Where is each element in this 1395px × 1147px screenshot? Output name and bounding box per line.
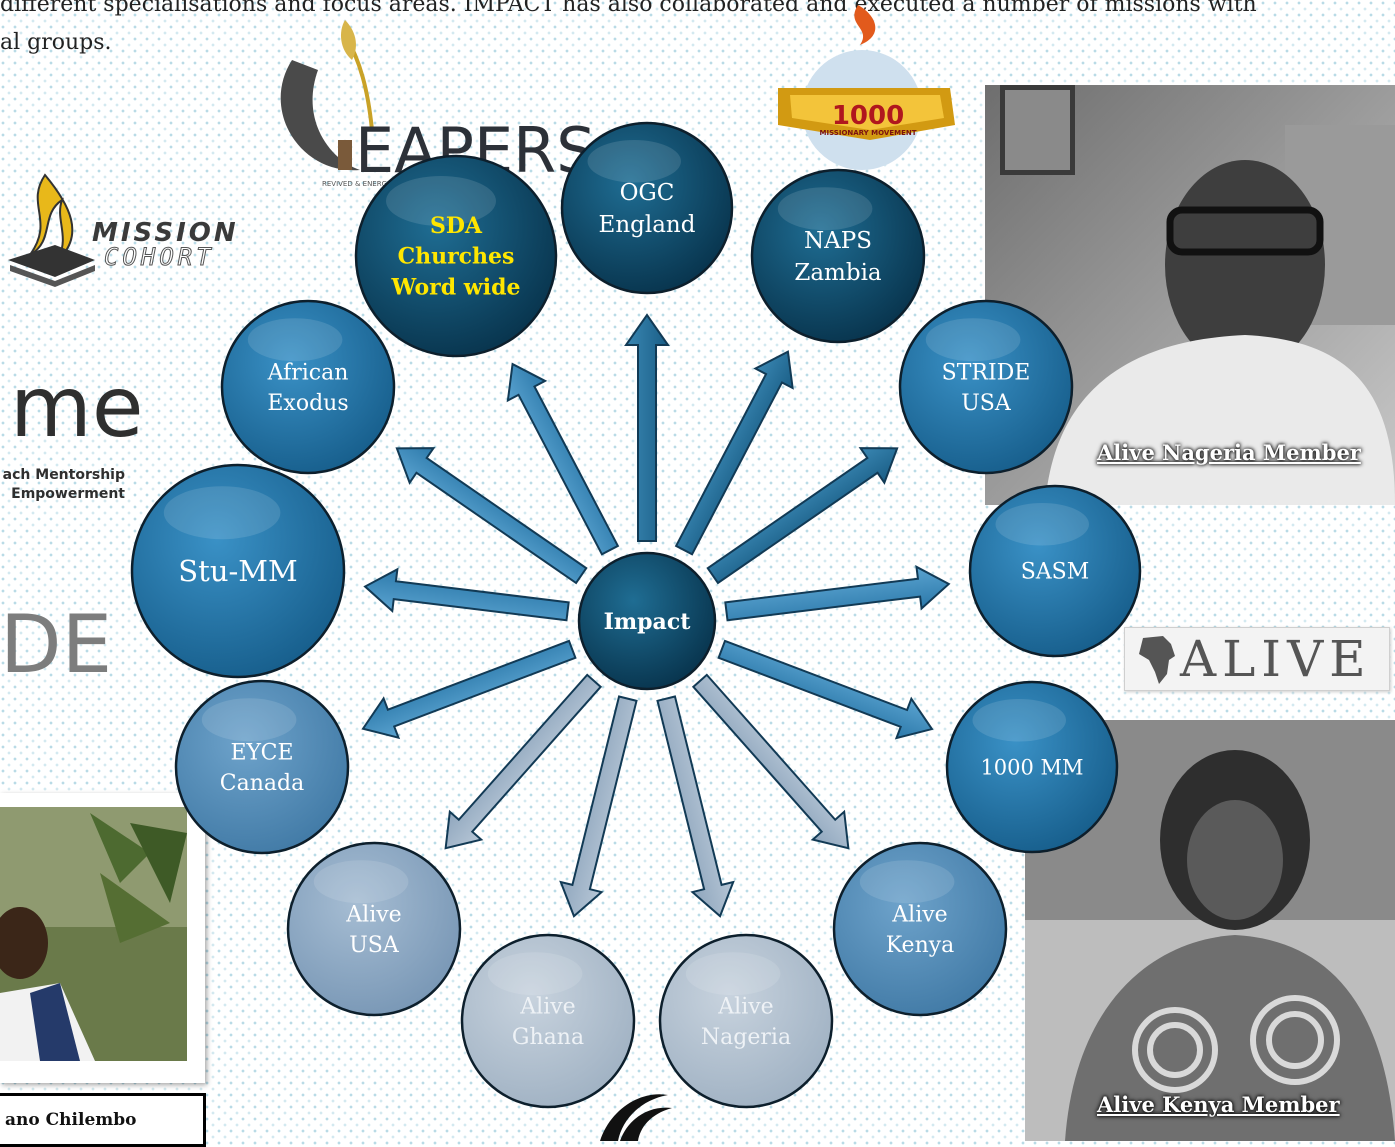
node-eyce: EYCE Canada	[174, 679, 350, 855]
node-label-sasm: SASM	[1021, 560, 1090, 585]
alive-logo: ALIVE	[1124, 627, 1390, 691]
arrow-to-ogc	[624, 313, 670, 542]
alive-nageria-member-photo: Alive Nageria Member	[985, 85, 1395, 505]
arrow-to-alive-nageria	[656, 695, 735, 918]
flame-book-icon	[8, 173, 95, 287]
arrow-to-alive-ghana	[559, 695, 638, 918]
node-label-ogc: OGC	[620, 180, 675, 206]
node-label-alive-ghana: Ghana	[512, 1025, 584, 1050]
arrow-to-alive-usa	[444, 673, 603, 850]
node-label-eyce: EYCE	[230, 740, 293, 765]
reapers-logo	[280, 20, 374, 171]
arrow-to-mm1000	[717, 639, 934, 740]
portrait-photo-frame	[0, 793, 205, 1083]
node-label-alive-usa: Alive	[345, 902, 401, 927]
node-label-african-exodus: Exodus	[267, 391, 348, 416]
node-stu-mm: Stu-MM	[130, 463, 346, 679]
arrow-to-sasm	[724, 565, 951, 622]
node-label-sda: Churches	[398, 244, 515, 270]
node-label-naps: Zambia	[794, 260, 882, 286]
1000-banner: MISSIONARY MOVEMENT	[820, 129, 917, 137]
center-label: Impact	[604, 609, 692, 635]
cohort-text: COHORT	[104, 243, 215, 272]
node-sasm: SASM	[968, 484, 1142, 658]
arrow-to-eyce	[361, 639, 577, 740]
intro-paragraph: different specialisations and focus area…	[0, 0, 1395, 62]
node-label-stride: STRIDE	[942, 360, 1031, 385]
node-mm1000: 1000 MM	[945, 680, 1119, 854]
me-logo-subtitle: ach Mentorship Empowerment	[0, 466, 125, 504]
node-label-mm1000: 1000 MM	[980, 755, 1083, 779]
de-logo-text: DE	[0, 598, 113, 691]
node-label-alive-kenya: Alive	[891, 902, 947, 927]
intro-line-1: different specialisations and focus area…	[0, 0, 1257, 17]
arrow-to-sda	[506, 362, 620, 556]
mission-cohort-logo: MISSION COHORT	[0, 165, 250, 295]
alive-nageria-caption: Alive Nageria Member	[1097, 440, 1361, 465]
mission-text: MISSION	[92, 218, 239, 248]
node-naps: NAPS Zambia	[750, 168, 926, 344]
node-label-african-exodus: African	[267, 360, 349, 385]
name-text: ano Chilembo	[5, 1110, 137, 1130]
arrow-to-naps	[674, 350, 794, 556]
me-sub-line-2: Empowerment	[11, 486, 125, 502]
node-label-alive-usa: USA	[349, 933, 400, 958]
africa-map-icon	[1139, 636, 1175, 684]
node-label-eyce: Canada	[220, 771, 304, 796]
node-label-naps: NAPS	[804, 228, 872, 254]
me-logo-text: me	[10, 358, 144, 456]
intro-line-2: al groups.	[0, 30, 112, 55]
alive-logo-text: ALIVE	[1180, 630, 1372, 688]
center-node-impact: Impact	[577, 551, 717, 691]
node-label-stride: USA	[961, 391, 1012, 416]
1000-missionary-movement-logo: 1000 MISSIONARY MOVEMENT	[778, 5, 955, 170]
node-label-alive-nageria: Alive	[717, 994, 773, 1019]
portrait-photo	[0, 807, 187, 1061]
arrow-to-african-exodus	[395, 447, 588, 585]
alive-kenya-caption: Alive Kenya Member	[1097, 1092, 1340, 1117]
node-ogc: OGC England	[560, 121, 734, 295]
swoosh-logo	[600, 1094, 672, 1141]
member-portrait	[985, 85, 1395, 505]
node-label-alive-nageria: Nageria	[701, 1025, 791, 1050]
node-stride: STRIDE USA	[898, 299, 1074, 475]
1000-number: 1000	[832, 101, 904, 131]
arrow-to-alive-kenya	[691, 673, 850, 850]
me-sub-line-1: ach Mentorship	[2, 467, 125, 483]
node-label-alive-ghana: Alive	[519, 994, 575, 1019]
node-label-alive-kenya: Kenya	[886, 933, 955, 958]
arrow-to-stride	[706, 447, 899, 585]
node-label-stu-mm: Stu-MM	[178, 554, 297, 588]
node-label-sda: Word wide	[391, 275, 521, 301]
arrow-to-stu-mm	[363, 567, 570, 622]
node-label-ogc: England	[599, 212, 696, 238]
node-label-sda: SDA	[430, 213, 483, 239]
